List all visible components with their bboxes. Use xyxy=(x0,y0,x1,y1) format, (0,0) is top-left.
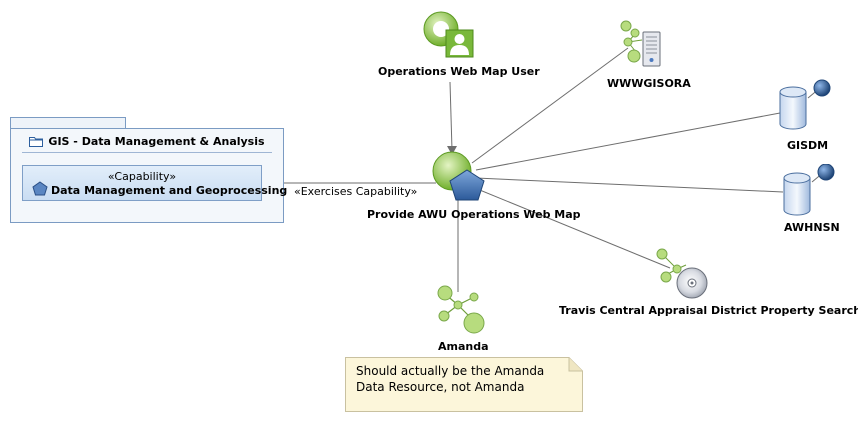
package-tab xyxy=(10,117,126,130)
cd-disc-icon[interactable] xyxy=(652,247,710,303)
folder-icon xyxy=(29,136,44,147)
capability-name: Data Management and Geoprocessing xyxy=(51,184,288,197)
center-label: Provide AWU Operations Web Map xyxy=(367,208,581,221)
edge-label-exercises: «Exercises Capability» xyxy=(294,185,418,198)
edge-center-to-awhnsn xyxy=(475,177,784,193)
capability-stereotype: «Capability» xyxy=(107,170,177,183)
actor-user-icon[interactable] xyxy=(419,9,477,61)
capability-element[interactable]: «Capability» Data Management and Geoproc… xyxy=(22,165,287,201)
node-label-gisdm: GISDM xyxy=(787,139,829,152)
edge-center-to-gisdm xyxy=(475,112,781,171)
note-line-2: Data Resource, not Amanda xyxy=(356,380,525,394)
server-node-icon[interactable] xyxy=(618,20,666,70)
note-shape[interactable] xyxy=(345,357,583,412)
note-line-1: Should actually be the Amanda xyxy=(356,364,545,378)
edge-center-to-wwwgisora xyxy=(471,47,629,164)
edge-center-to-travis xyxy=(469,185,671,269)
node-label-user: Operations Web Map User xyxy=(378,65,540,78)
package-title-label: GIS - Data Management & Analysis xyxy=(48,134,265,148)
application-service-icon[interactable] xyxy=(430,150,488,202)
database-icon[interactable] xyxy=(778,78,834,134)
edge-user-to-center xyxy=(449,81,453,151)
node-label-travis: Travis Central Appraisal District Proper… xyxy=(559,304,858,317)
node-label-wwwgisora: WWWGISORA xyxy=(607,77,691,90)
node-label-awhnsn: AWHNSN xyxy=(784,221,840,234)
database-icon[interactable] xyxy=(782,164,838,220)
note-text: Should actually be the Amanda Data Resou… xyxy=(356,363,544,395)
node-cluster-icon[interactable] xyxy=(432,283,488,339)
node-label-amanda: Amanda xyxy=(438,340,489,353)
package-title: GIS - Data Management & Analysis xyxy=(22,130,272,153)
arrowhead xyxy=(447,146,457,155)
capability-pentagon-icon xyxy=(32,181,48,196)
